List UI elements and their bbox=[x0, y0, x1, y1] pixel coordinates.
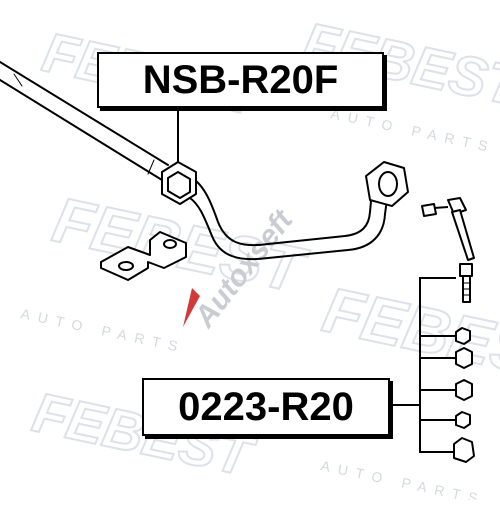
stabilizer-link bbox=[421, 197, 475, 303]
nut-1 bbox=[455, 327, 471, 345]
mounting-bracket bbox=[100, 231, 187, 281]
bushing-part bbox=[161, 150, 197, 205]
part-number-label-nsb: NSB-R20F bbox=[97, 52, 384, 108]
bushing-1 bbox=[455, 347, 473, 369]
nut-2 bbox=[453, 437, 475, 463]
part-number-label-0223: 0223-R20 bbox=[142, 378, 390, 436]
watermark-sub-2: AUTO PARTS bbox=[329, 105, 497, 156]
end-bushing bbox=[365, 161, 409, 207]
leader-lines bbox=[177, 103, 456, 453]
stabilizer-bar bbox=[0, 61, 389, 261]
washer-1 bbox=[455, 411, 471, 429]
watermark-sub-3: AUTO PARTS bbox=[319, 457, 487, 500]
site-watermark-accent bbox=[183, 288, 200, 327]
watermark-sub-1: AUTO PARTS bbox=[19, 305, 187, 356]
hardware-parts bbox=[453, 327, 475, 463]
bushing-2 bbox=[455, 379, 473, 401]
